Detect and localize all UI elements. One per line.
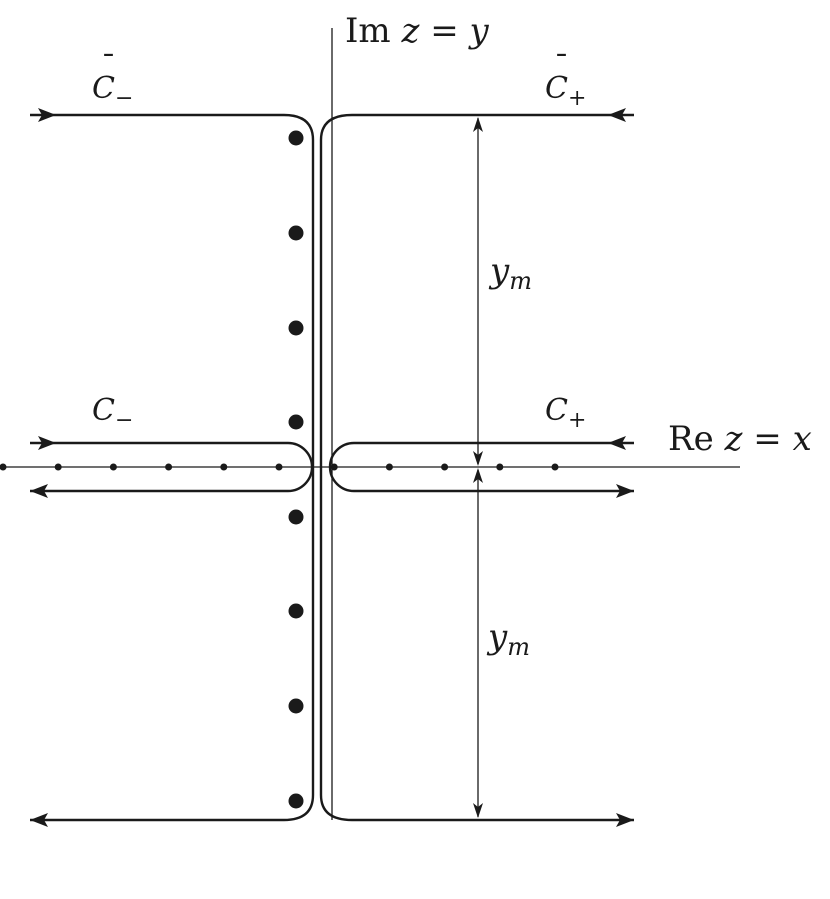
imaginary-pole bbox=[288, 698, 304, 714]
real-axis-poles bbox=[0, 463, 559, 471]
contour-cbar-plus bbox=[319, 113, 634, 822]
arrow-c-minus-top bbox=[38, 436, 56, 450]
real-pole bbox=[0, 463, 7, 471]
real-pole bbox=[551, 463, 559, 471]
arrow-cbar-plus-bottom bbox=[616, 813, 634, 827]
real-pole bbox=[275, 463, 283, 471]
imaginary-axis-poles bbox=[288, 130, 304, 809]
label-cbar-minus: ¯ C− bbox=[92, 49, 133, 111]
arrow-cbar-plus-top bbox=[608, 108, 626, 122]
imaginary-pole bbox=[288, 603, 304, 619]
svg-text:¯: ¯ bbox=[101, 49, 116, 84]
imaginary-pole bbox=[288, 414, 304, 430]
dimension-arrow-lower-bottom bbox=[473, 803, 483, 818]
real-pole bbox=[109, 463, 117, 471]
real-axis-label: Re z = x bbox=[668, 419, 812, 459]
imaginary-pole bbox=[288, 130, 304, 146]
arrow-cbar-minus-top bbox=[38, 108, 56, 122]
arrow-cbar-minus-bottom bbox=[30, 813, 48, 827]
dimension-label-lower: ym bbox=[486, 617, 530, 661]
contour-c-plus bbox=[328, 441, 634, 493]
dimension-arrow-upper-bottom bbox=[473, 451, 483, 466]
svg-text:¯: ¯ bbox=[554, 49, 569, 84]
imaginary-pole bbox=[288, 793, 304, 809]
label-c-minus: C− bbox=[92, 393, 133, 433]
svg-text:C+: C+ bbox=[545, 71, 586, 111]
label-c-plus: C+ bbox=[545, 393, 586, 433]
imaginary-axis-label: Im z = y bbox=[345, 11, 490, 51]
real-pole bbox=[385, 463, 393, 471]
real-pole bbox=[441, 463, 449, 471]
real-pole bbox=[165, 463, 173, 471]
label-cbar-plus: ¯ C+ bbox=[545, 49, 586, 111]
arrow-c-plus-top bbox=[608, 436, 626, 450]
real-pole bbox=[54, 463, 62, 471]
imaginary-pole bbox=[288, 320, 304, 336]
svg-text:C−: C− bbox=[92, 71, 133, 111]
imaginary-pole bbox=[288, 225, 304, 241]
arrow-c-plus-bottom bbox=[616, 484, 634, 498]
real-pole bbox=[330, 463, 338, 471]
imaginary-pole bbox=[288, 509, 304, 525]
real-pole bbox=[220, 463, 228, 471]
contour-c-minus bbox=[30, 441, 314, 493]
real-pole bbox=[496, 463, 504, 471]
arrow-c-minus-bottom bbox=[30, 484, 48, 498]
dimension-arrow-upper-top bbox=[473, 117, 483, 132]
dimension-label-upper: ym bbox=[488, 251, 532, 295]
dimension-arrow-lower-top bbox=[473, 468, 483, 483]
